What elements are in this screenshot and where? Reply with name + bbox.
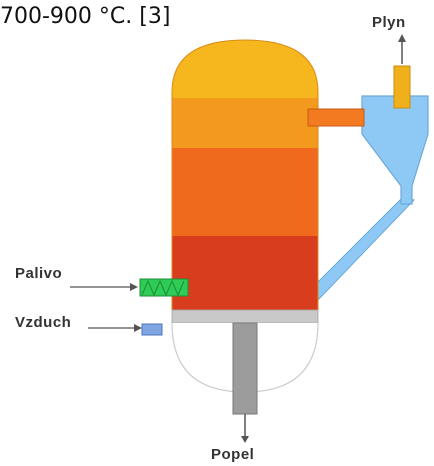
- gas-outlet-arrowhead: [398, 34, 406, 42]
- cyclone-return-leg: [317, 197, 416, 302]
- gas-outlet-pipe: [393, 65, 411, 109]
- gas-outlet-label: Plyn: [372, 14, 406, 31]
- ash-outlet-arrowhead: [241, 436, 249, 443]
- cyclone-separator: [361, 95, 429, 205]
- zone-oxidation: [172, 236, 318, 310]
- fuel-inlet-arrowhead: [130, 283, 138, 291]
- caption-text: 700-900 °C. [3]: [0, 4, 171, 29]
- zone-pyrolysis: [172, 98, 318, 148]
- fuel-feeder: [139, 278, 189, 297]
- zone-drying: [172, 40, 318, 98]
- grate: [171, 309, 319, 324]
- ash-outlet-label: Popel: [211, 446, 255, 463]
- reactor-zones: [172, 40, 318, 310]
- reactor-shell: [171, 39, 319, 310]
- zone-reduction: [172, 148, 318, 236]
- ash-outlet-pipe: [232, 322, 258, 415]
- air-inlet: [141, 323, 163, 336]
- fuel-feeder-screw: [141, 279, 185, 297]
- air-inlet-label: Vzduch: [15, 314, 72, 331]
- reactor-cyclone-connector: [307, 108, 365, 127]
- air-inlet-arrowhead: [134, 324, 142, 332]
- fuel-inlet-label: Palivo: [15, 265, 63, 282]
